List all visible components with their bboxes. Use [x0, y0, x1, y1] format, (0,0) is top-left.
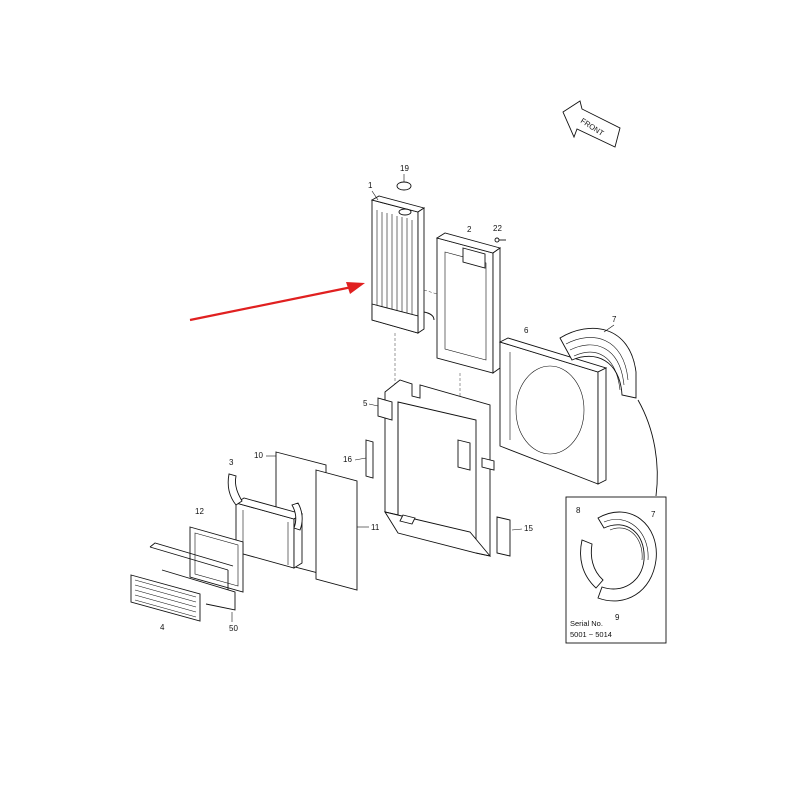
fan-shroud-part	[498, 337, 608, 485]
callout-2: 2	[467, 225, 472, 234]
callout-1: 1	[368, 181, 373, 190]
callout-15: 15	[524, 524, 533, 533]
highlight-arrow	[189, 282, 365, 322]
oil-cooler-part	[435, 232, 502, 374]
bolt-part	[494, 237, 506, 243]
front-label: FRONT	[579, 116, 606, 138]
detail-inset: 8 7 9 Serial No. 5001 ~ 5014	[565, 496, 667, 644]
inset-serial-range: 5001 ~ 5014	[570, 630, 612, 639]
fan-guard-part	[559, 327, 637, 399]
bracket-16-part	[365, 439, 374, 479]
bracket-15-part	[496, 516, 511, 557]
grille-part	[130, 574, 201, 622]
radiator-core-part	[370, 195, 435, 334]
callout-11: 11	[371, 523, 380, 532]
callout-3: 3	[229, 458, 234, 467]
callout-4: 4	[160, 623, 165, 632]
inset-callout-9: 9	[615, 613, 620, 622]
callout-6: 6	[524, 326, 529, 335]
callout-19: 19	[400, 164, 409, 173]
radiator-cap-part	[396, 174, 412, 191]
panel-11-part	[315, 469, 358, 591]
callout-16: 16	[343, 455, 352, 464]
front-direction-arrow: FRONT	[562, 100, 621, 148]
callout-22: 22	[493, 224, 502, 233]
support-frame-part	[377, 379, 495, 557]
mounting-bracket-part	[149, 542, 236, 611]
callout-50: 50	[229, 624, 238, 633]
callout-7: 7	[612, 315, 617, 324]
callout-5: 5	[363, 399, 368, 408]
inset-serial-label: Serial No.	[570, 619, 603, 628]
gasket-frame-part	[189, 526, 244, 593]
inset-callout-7: 7	[651, 510, 656, 519]
callout-12: 12	[195, 507, 204, 516]
inset-callout-8: 8	[576, 506, 581, 515]
intercooler-part	[227, 473, 304, 569]
callout-10: 10	[254, 451, 263, 460]
